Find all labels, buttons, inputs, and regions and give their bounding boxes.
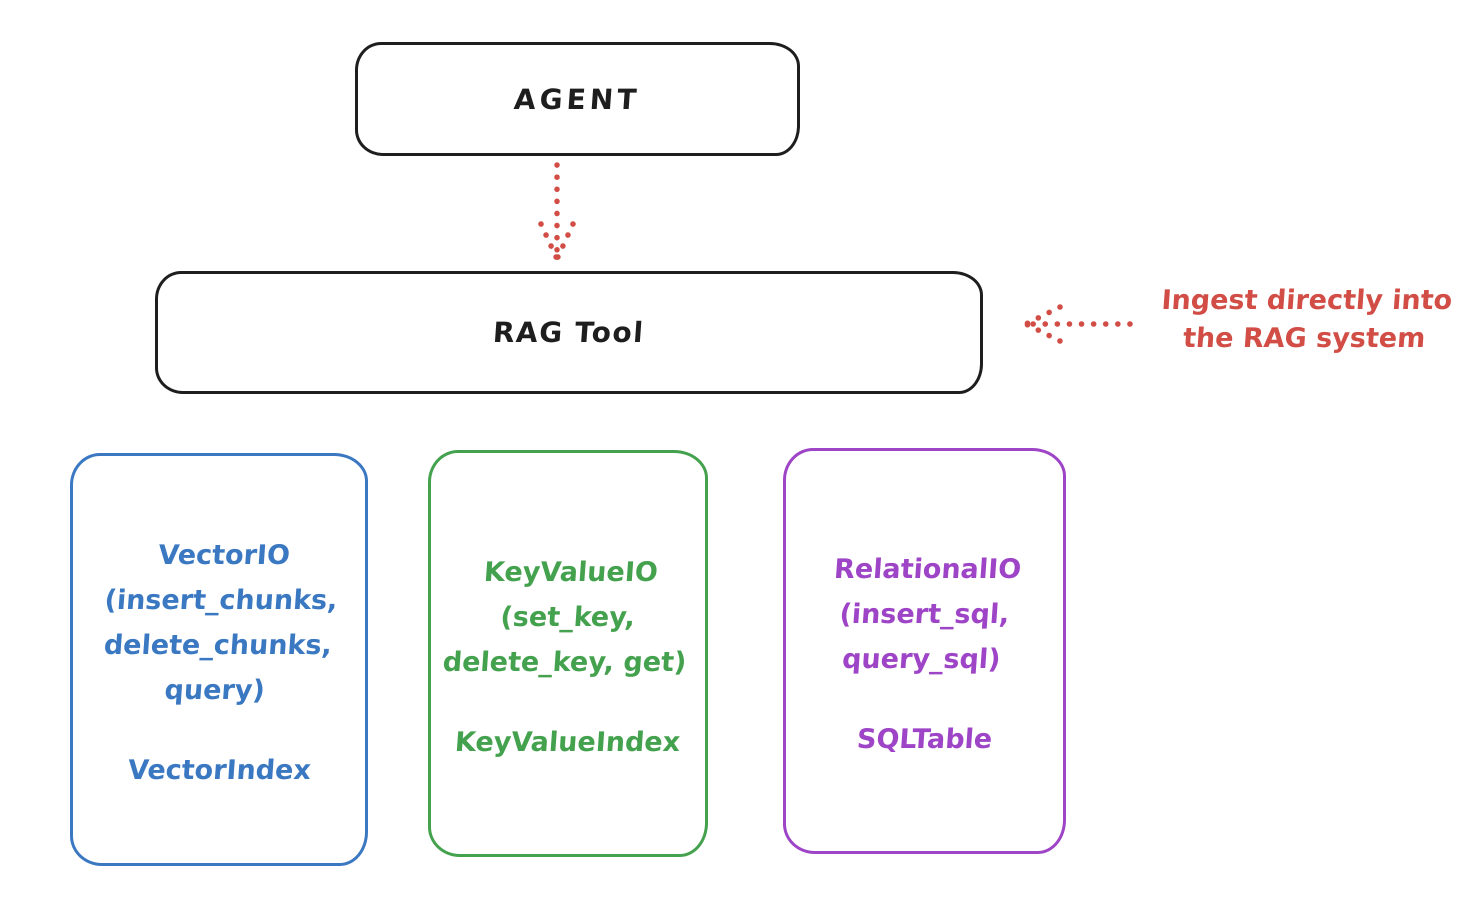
vector-index-label: VectorIndex xyxy=(126,755,312,786)
backend-box-relational-io: RelationalIO (insert_sql, query_sql) SQL… xyxy=(783,448,1066,854)
keyvalue-index-label: KeyValueIndex xyxy=(454,726,682,758)
agent-node-label: AGENT xyxy=(513,82,642,116)
rag-tool-node-label: RAG Tool xyxy=(492,316,646,349)
backend-box-keyvalue-io: KeyValueIO (set_key, delete_key, get) Ke… xyxy=(428,450,708,857)
sql-table-label: SQLTable xyxy=(855,724,994,755)
relational-io-functions-label: RelationalIO (insert_sql, query_sql) xyxy=(833,554,1023,675)
keyvalue-io-functions-label: KeyValueIO (set_key, delete_key, get) xyxy=(442,556,688,678)
rag-tool-node: RAG Tool xyxy=(155,271,983,394)
annotation-to-ragtool-arrow-icon xyxy=(1023,304,1133,344)
backend-box-vector-io: VectorIO (insert_chunks, delete_chunks, … xyxy=(70,453,368,866)
agent-node: AGENT xyxy=(355,42,800,156)
vector-io-functions-label: VectorIO (insert_chunks, delete_chunks, … xyxy=(102,540,339,706)
agent-to-ragtool-arrow-icon xyxy=(538,162,576,262)
ingest-annotation: Ingest directly into the RAG system xyxy=(1160,285,1454,354)
